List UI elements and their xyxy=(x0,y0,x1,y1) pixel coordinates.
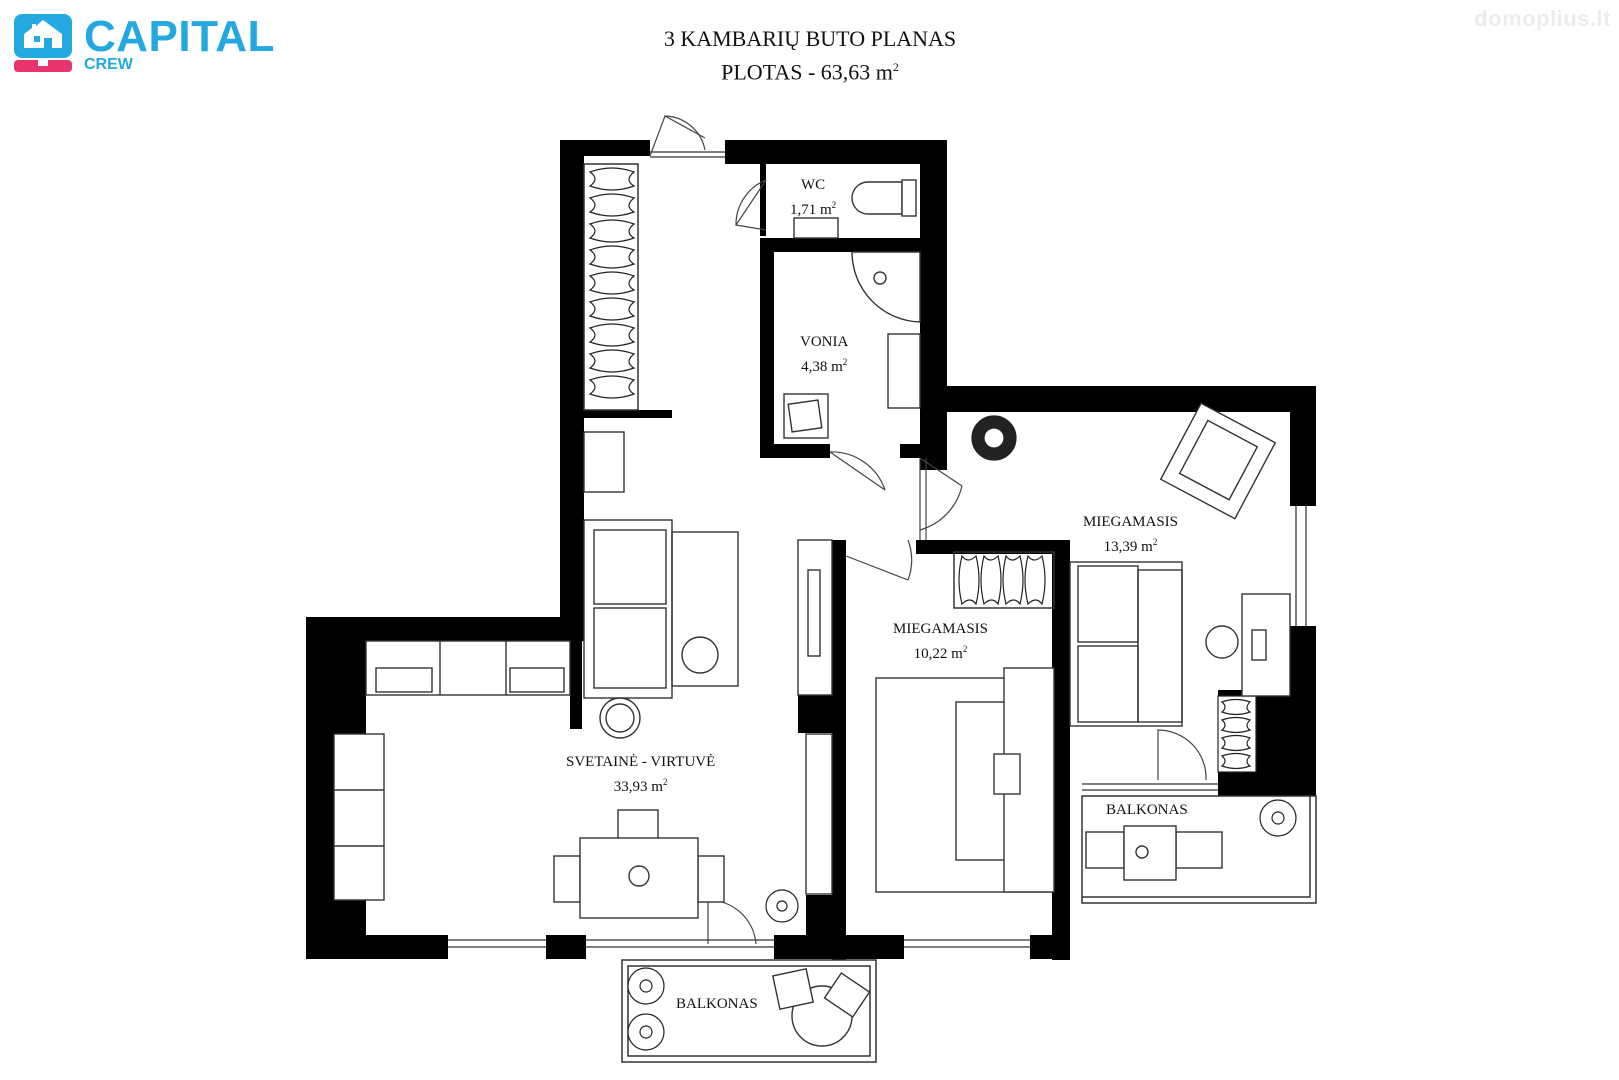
house-icon xyxy=(14,14,72,72)
chair-icon xyxy=(1159,402,1277,659)
plan-title-line2: PLOTAS - 63,63 m2 xyxy=(721,59,899,85)
room-balkonas-bottom: BALKONAS xyxy=(676,996,758,1012)
watermark: domoplius.lt xyxy=(1474,6,1611,31)
sofa-icon xyxy=(583,431,739,739)
door-swing-icon xyxy=(649,115,1207,945)
bed-icon xyxy=(875,667,1055,893)
wardrobe-icon xyxy=(583,163,1257,773)
plan-title: 3 KAMBARIŲ BUTO PLANAS PLOTAS - 63,63 m2 xyxy=(600,24,1020,86)
room-vonia: VONIA 4,38 m2 xyxy=(800,334,849,375)
balcony-furniture xyxy=(772,825,1223,1047)
company-logo: CAPITAL CREW xyxy=(14,12,275,76)
room-svetaine-virtuve: SVETAINĖ - VIRTUVĖ 33,93 m2 xyxy=(566,754,716,795)
desk-icon xyxy=(1241,593,1291,697)
toilet-icon xyxy=(793,179,917,239)
balconies xyxy=(621,795,1317,1063)
bed-icon xyxy=(1069,561,1183,727)
room-miegamasis-small: MIEGAMASIS 10,22 m2 xyxy=(893,621,989,662)
kitchen-counter xyxy=(333,640,571,901)
walls xyxy=(306,140,1316,960)
room-balkonas-right: BALKONAS xyxy=(1106,802,1188,818)
room-miegamasis-large: MIEGAMASIS 13,39 m2 xyxy=(1083,514,1179,555)
table-icon xyxy=(553,809,725,919)
tv-unit xyxy=(797,539,833,895)
logo-sub: CREW xyxy=(84,56,133,73)
room-wc: WC 1,71 m2 xyxy=(790,177,837,218)
windows xyxy=(448,151,1307,948)
plan-title-line1: 3 KAMBARIŲ BUTO PLANAS xyxy=(663,26,957,51)
plant-icon xyxy=(627,415,1297,1051)
logo-name: CAPITAL xyxy=(84,12,275,61)
shower-icon xyxy=(783,251,921,439)
